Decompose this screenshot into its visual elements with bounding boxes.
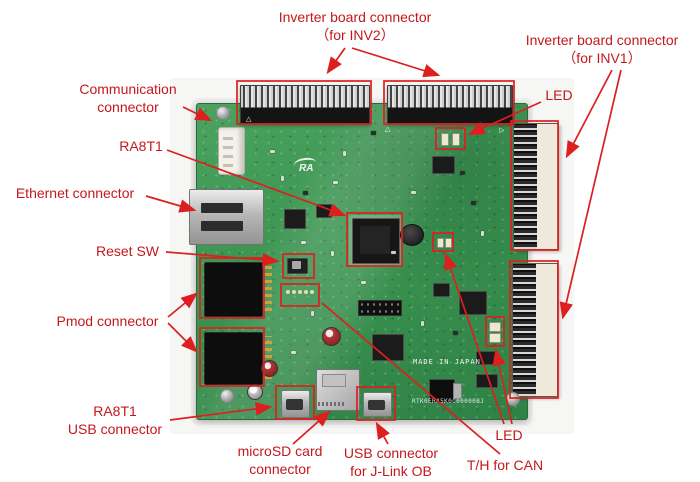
label-inv1-line2: （for INV1） bbox=[562, 50, 642, 67]
smd-component bbox=[343, 151, 346, 156]
ethernet-slot-upper bbox=[201, 203, 243, 213]
ic-chip bbox=[316, 204, 332, 218]
screw bbox=[216, 106, 230, 120]
smd-component bbox=[453, 331, 458, 335]
label-communication-line1: Communication bbox=[79, 81, 177, 97]
inverter-connector-inv2-right bbox=[387, 85, 513, 124]
label-inv2-line2: （for INV2） bbox=[315, 27, 395, 44]
smd-component bbox=[481, 231, 484, 236]
inverter-connector-inv1-lower bbox=[512, 263, 558, 397]
label-jlink-usb: USB connector for J-Link OB bbox=[326, 444, 456, 480]
microsd-pins bbox=[318, 402, 344, 406]
communication-connector-pins bbox=[223, 133, 233, 167]
pin-header-2x10 bbox=[358, 300, 402, 316]
callout-line-inv2-right bbox=[351, 47, 441, 78]
smd-component bbox=[411, 191, 416, 194]
silkscreen-made-in-japan: MADE IN JAPAN bbox=[413, 358, 481, 366]
label-microsd-line1: microSD card bbox=[237, 443, 323, 459]
label-ra8t1-usb: RA8T1 USB connector bbox=[50, 402, 180, 438]
inverter-connector-inv2-left bbox=[240, 85, 370, 124]
ra8t1-usb-port-opening bbox=[286, 399, 303, 410]
label-reset-sw: Reset SW bbox=[95, 243, 159, 259]
jlink-usb-port-opening bbox=[368, 400, 385, 410]
label-jlink-usb-line2: for J-Link OB bbox=[350, 463, 432, 480]
ethernet-slot-lower bbox=[201, 221, 243, 231]
smd-component bbox=[303, 191, 308, 195]
silkscreen-part-number: RTK0ERA5K0C00000BJ bbox=[412, 398, 485, 405]
smd-component bbox=[311, 311, 314, 316]
electrolytic-cap-red bbox=[261, 360, 278, 377]
smd-component bbox=[281, 176, 284, 181]
label-ra8t1: RA8T1 bbox=[119, 138, 163, 154]
led bbox=[445, 238, 452, 248]
label-communication: Communication connector bbox=[60, 80, 196, 116]
led bbox=[489, 322, 501, 332]
silkscreen-triangle: △ bbox=[246, 116, 252, 123]
reset-switch-button bbox=[292, 261, 301, 269]
screw bbox=[506, 392, 520, 406]
ethernet-connector bbox=[189, 189, 264, 245]
led bbox=[437, 238, 444, 248]
label-inv1: Inverter board connector （for INV1） bbox=[504, 31, 700, 67]
smd-component bbox=[361, 281, 366, 284]
mcu-chip-lid bbox=[360, 226, 390, 254]
smd-component bbox=[270, 150, 275, 153]
ic-chip bbox=[432, 156, 455, 174]
callout-line-inv2-left bbox=[326, 47, 346, 75]
smd-component bbox=[301, 241, 306, 244]
label-microsd-line2: connector bbox=[249, 461, 311, 478]
label-pmod: Pmod connector bbox=[56, 313, 159, 329]
smd-component bbox=[421, 321, 424, 326]
pmod-connector-lower bbox=[204, 332, 263, 385]
label-inv1-line1: Inverter board connector bbox=[525, 32, 679, 48]
label-led-top: LED bbox=[545, 87, 573, 103]
label-led-bottom: LED bbox=[495, 427, 523, 443]
label-ra8t1-usb-line2: USB connector bbox=[67, 421, 163, 438]
inverter-connector-inv1-upper bbox=[513, 123, 559, 250]
pmod-connector-upper bbox=[204, 262, 263, 317]
ic-chip bbox=[459, 291, 487, 315]
label-communication-line2: connector bbox=[97, 99, 159, 116]
label-th-can: T/H for CAN bbox=[466, 457, 544, 473]
led bbox=[489, 333, 501, 343]
smd-component bbox=[391, 251, 396, 254]
electrolytic-cap-silver bbox=[247, 384, 263, 400]
label-inv2: Inverter board connector （for INV2） bbox=[245, 8, 465, 44]
ic-chip bbox=[284, 209, 306, 229]
power-transistor-tab bbox=[453, 383, 462, 399]
electrolytic-cap-red bbox=[322, 327, 341, 346]
label-ethernet: Ethernet connector bbox=[15, 185, 135, 201]
ic-chip bbox=[433, 283, 450, 297]
led bbox=[441, 133, 449, 146]
pmod-pins-upper bbox=[263, 266, 272, 311]
label-jlink-usb-line1: USB connector bbox=[343, 445, 439, 461]
screw bbox=[220, 389, 234, 403]
label-ra8t1-usb-line1: RA8T1 bbox=[93, 403, 137, 419]
smd-component bbox=[371, 131, 376, 135]
label-inv2-line1: Inverter board connector bbox=[278, 9, 432, 25]
pmod-pins-lower bbox=[263, 336, 272, 379]
ic-chip bbox=[372, 334, 404, 361]
silkscreen-triangle: ▷ bbox=[499, 127, 505, 134]
smd-component bbox=[333, 181, 338, 184]
led bbox=[452, 133, 460, 146]
transistor bbox=[476, 374, 498, 388]
smd-component bbox=[471, 201, 476, 205]
silkscreen-triangle: △ bbox=[385, 126, 391, 133]
microsd-label-area bbox=[322, 374, 346, 387]
can-through-holes bbox=[286, 290, 290, 294]
label-microsd: microSD card connector bbox=[215, 442, 345, 478]
smd-component bbox=[460, 171, 465, 175]
inductor bbox=[400, 224, 424, 246]
smd-component bbox=[291, 351, 296, 354]
smd-component bbox=[331, 251, 334, 256]
